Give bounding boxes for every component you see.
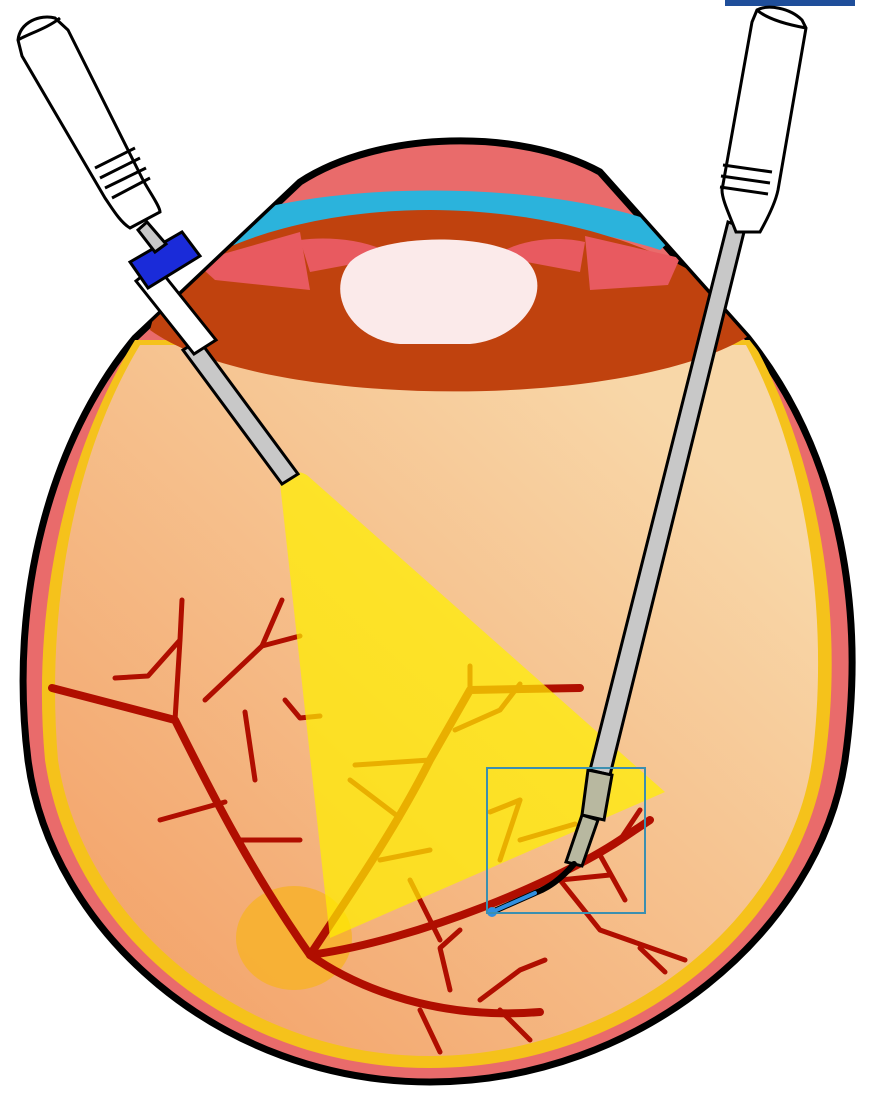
lens xyxy=(340,240,537,345)
light-pipe-neck xyxy=(138,222,166,252)
light-pipe-handle xyxy=(18,17,160,228)
micropipette-handle xyxy=(722,7,806,232)
